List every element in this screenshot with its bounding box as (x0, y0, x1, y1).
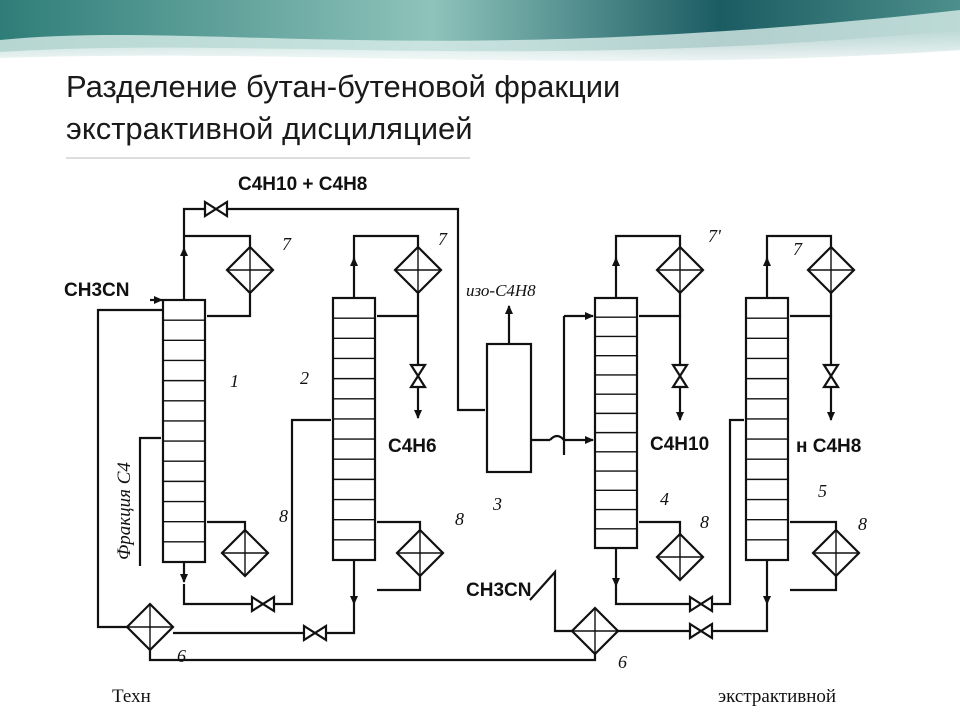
valve-col2-product (408, 363, 428, 389)
condenser-7-col5 (806, 245, 856, 295)
footer-fragment-right: экстрактивной (718, 686, 836, 707)
title-line-1: Разделение бутан-бутеновой фракции (66, 69, 621, 104)
valve-col4-product (670, 363, 690, 389)
unit-number-7-col2: 7 (438, 229, 448, 249)
footer-fragment-left: Техн (112, 686, 151, 707)
valve-bottom-col5 (688, 621, 714, 641)
unit-number-8-col4: 8 (700, 512, 709, 532)
unit-number-1: 1 (230, 371, 239, 391)
column-2 (331, 296, 377, 562)
unit-number-4: 4 (660, 489, 669, 509)
header-banner (0, 0, 960, 70)
unit-number-7-col5: 7 (793, 239, 803, 259)
label-solvent-recycle: CH3CN (466, 580, 531, 601)
unit-number-6-left: 6 (177, 646, 186, 666)
unit-number-7-col4: 7' (708, 226, 722, 246)
reboiler-8-col5 (811, 528, 861, 578)
column-1 (161, 298, 207, 564)
unit-number-6-right: 6 (618, 652, 627, 672)
condenser-7-col2 (393, 245, 443, 295)
label-product-n-butene: н C4H8 (796, 436, 861, 457)
reboiler-8-col4 (655, 532, 705, 582)
valve-top (203, 199, 229, 219)
label-feed-top: C4H10 + C4H8 (238, 174, 367, 195)
heat-exchanger-6-left (125, 602, 175, 652)
label-product-c4h10: C4H10 (650, 434, 709, 455)
column-5 (744, 296, 790, 562)
valve-bottom-col1 (250, 594, 276, 614)
unit-number-2: 2 (300, 368, 309, 388)
column-5-trays (746, 317, 788, 541)
reboiler-8-col1 (220, 528, 270, 578)
unit-number-8-col5: 8 (858, 514, 867, 534)
valve-bottom-col2 (302, 623, 328, 643)
unit-number-5: 5 (818, 481, 827, 501)
label-iso-butene: изо-C4H8 (466, 281, 536, 300)
column-2-trays (333, 317, 375, 541)
process-diagram: C4H10 + C4H8 CH3CN Фракция C4 изо-C4H8 C… (64, 157, 867, 707)
unit-number-7-col1: 7 (282, 234, 292, 254)
label-product-c4h6: C4H6 (388, 436, 437, 457)
reboiler-8-col2 (395, 528, 445, 578)
valve-bottom-col4 (688, 594, 714, 614)
condenser-7-col1 (225, 245, 275, 295)
column-1-trays (163, 319, 205, 543)
column-4-trays (595, 316, 637, 530)
condenser-7-col4 (655, 245, 705, 295)
column-4 (593, 296, 639, 550)
label-fraction-c4: Фракция C4 (114, 462, 135, 560)
piping (96, 207, 838, 662)
unit-number-8-col1: 8 (279, 506, 288, 526)
heat-exchanger-6-right (570, 606, 620, 656)
slide-title: Разделение бутан-бутеновой фракции экстр… (66, 66, 886, 150)
unit-number-8-col2: 8 (455, 509, 464, 529)
label-solvent-in: CH3CN (64, 280, 129, 301)
valve-col5-product (821, 363, 841, 389)
title-line-2: экстрактивной дисциляцией (66, 111, 473, 146)
unit-3-vessel (485, 342, 533, 474)
unit-number-3: 3 (492, 494, 502, 514)
